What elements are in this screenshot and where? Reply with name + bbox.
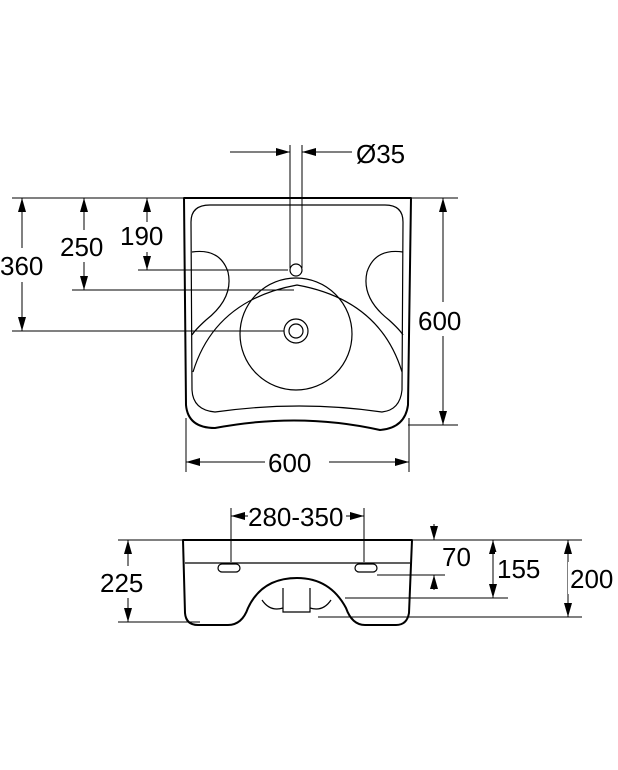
front-outline — [182, 539, 413, 626]
label-dim-360: 360 — [0, 251, 43, 281]
label-dim-200: 200 — [570, 564, 613, 594]
label-dim-250: 250 — [60, 232, 103, 262]
right-bracket-slot — [354, 563, 378, 573]
label-dim-155: 155 — [497, 554, 540, 584]
label-dim-bracket-spacing: 280-350 — [248, 502, 343, 532]
left-bracket-slot — [217, 563, 241, 573]
label-dim-190: 190 — [120, 221, 163, 251]
bowl — [239, 277, 353, 391]
bowl-arc — [192, 284, 403, 373]
tap-hole — [289, 263, 303, 277]
label-dim-70: 70 — [442, 542, 471, 572]
front-view: 280-350 225 70 155 200 — [98, 500, 618, 626]
right-handgrip — [365, 250, 404, 336]
left-handgrip — [191, 250, 230, 336]
drain-outer — [283, 318, 309, 344]
label-dim-600-width: 600 — [268, 448, 311, 478]
basin-outline — [183, 197, 412, 431]
top-view: Ø35 360 250 190 600 — [0, 139, 470, 478]
drain-inner — [288, 323, 304, 339]
label-dim-600-depth: 600 — [418, 306, 461, 336]
label-hole-diameter: Ø35 — [356, 139, 405, 169]
label-dim-225: 225 — [100, 568, 143, 598]
basin-inner-rim — [190, 204, 404, 413]
